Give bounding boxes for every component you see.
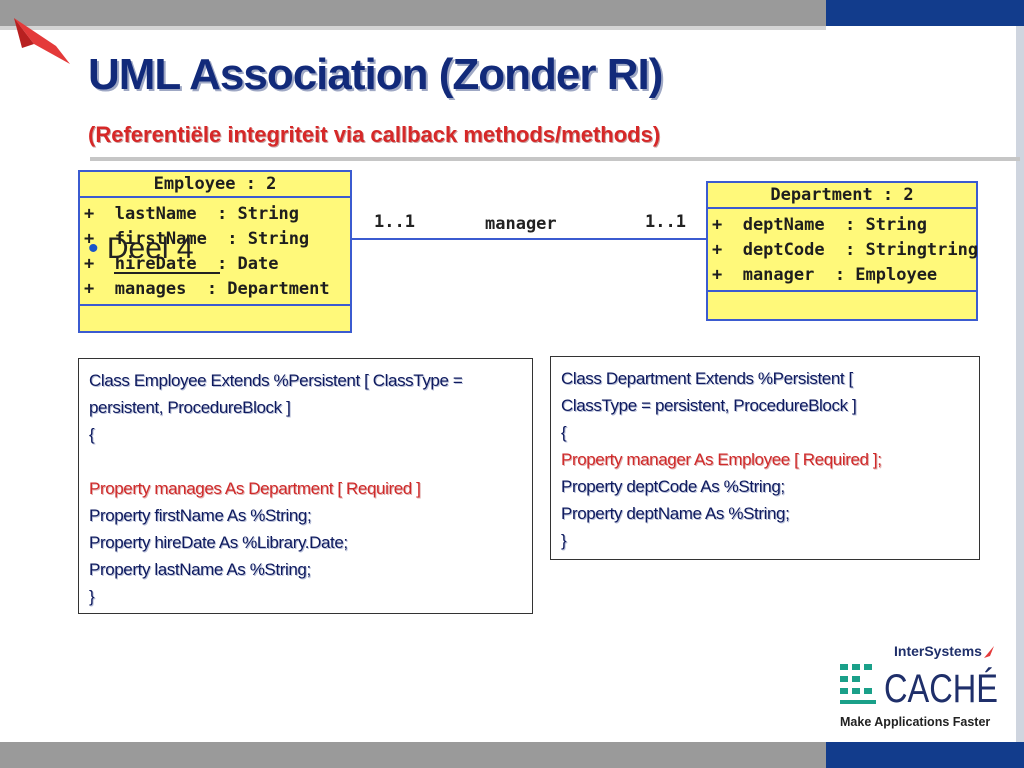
uml-attribute-list: + lastName : String + firstName : String… — [80, 198, 350, 306]
left-multiplicity: 1..1 — [374, 212, 415, 232]
uml-attribute: + manager : Employee — [712, 265, 938, 285]
uml-attribute: + manages : Department — [84, 279, 330, 299]
uml-attribute: + hireDate : Date — [84, 254, 279, 274]
red-arrow-icon — [14, 18, 70, 64]
code-line: } — [561, 531, 567, 550]
intersystems-cache-logo: InterSystems CACHÉ Make Applications Fas… — [840, 643, 998, 729]
bottom-bar — [0, 742, 826, 768]
bullet-item: • Deel 4 — [88, 232, 194, 266]
logo-arrow-icon — [984, 646, 994, 658]
logo-company: InterSystems — [894, 643, 982, 659]
code-line: Property deptCode As %String; — [561, 477, 785, 496]
slide-subtitle: (Referentiële integriteit via callback m… — [88, 122, 661, 147]
code-line: { — [561, 423, 567, 442]
top-bar — [0, 0, 826, 26]
code-line: Class Employee Extends %Persistent [ Cla… — [89, 371, 463, 390]
uml-attribute: + firstName : String — [84, 229, 310, 249]
title-divider — [90, 157, 1020, 161]
code-line — [89, 448, 522, 475]
logo-mark-icon — [840, 664, 876, 704]
code-line: Property hireDate As %Library.Date; — [89, 533, 348, 552]
code-box-department: Class Department Extends %Persistent [ C… — [550, 356, 980, 560]
uml-attribute: + deptCode : Stringtring — [712, 240, 979, 260]
uml-class-header: Department : 2 — [708, 183, 976, 209]
association-line — [352, 238, 708, 240]
code-line: Property firstName As %String; — [89, 506, 312, 525]
uml-class-header: Employee : 2 — [80, 172, 350, 198]
association-role: manager — [485, 214, 557, 234]
uml-attribute: + lastName : String — [84, 204, 299, 224]
top-bar-highlight — [0, 26, 826, 30]
bullet-text: Deel 4 — [106, 232, 194, 265]
code-line: Class Department Extends %Persistent [ — [561, 369, 853, 388]
code-line: Property deptName As %String; — [561, 504, 790, 523]
code-line: { — [89, 425, 95, 444]
uml-class-employee: Employee : 2 + lastName : String + first… — [78, 170, 352, 333]
right-edge-strip — [1016, 26, 1024, 742]
code-line: persistent, ProcedureBlock ] — [89, 398, 291, 417]
slide-title: UML Association (Zonder RI) — [88, 50, 663, 99]
code-line: Property lastName As %String; — [89, 560, 311, 579]
uml-attribute: + deptName : String — [712, 215, 927, 235]
code-line: } — [89, 587, 95, 606]
code-line: ClassType = persistent, ProcedureBlock ] — [561, 396, 857, 415]
top-right-corner-block — [826, 0, 1024, 26]
right-multiplicity: 1..1 — [645, 212, 686, 232]
code-box-employee: Class Employee Extends %Persistent [ Cla… — [78, 358, 533, 614]
bullet-underline — [114, 272, 220, 274]
bullet-dot-icon: • — [88, 232, 99, 265]
code-line-highlighted: Property manager As Employee [ Required … — [561, 450, 882, 469]
logo-tagline: Make Applications Faster — [840, 715, 990, 729]
bottom-right-corner-block — [826, 742, 1024, 768]
uml-attribute-list: + deptName : String + deptCode : Stringt… — [708, 209, 979, 292]
code-line-highlighted: Property manages As Department [ Require… — [89, 479, 421, 498]
logo-product: CACHÉ — [884, 666, 998, 711]
uml-class-department: Department : 2 + deptName : String + dep… — [706, 181, 978, 321]
